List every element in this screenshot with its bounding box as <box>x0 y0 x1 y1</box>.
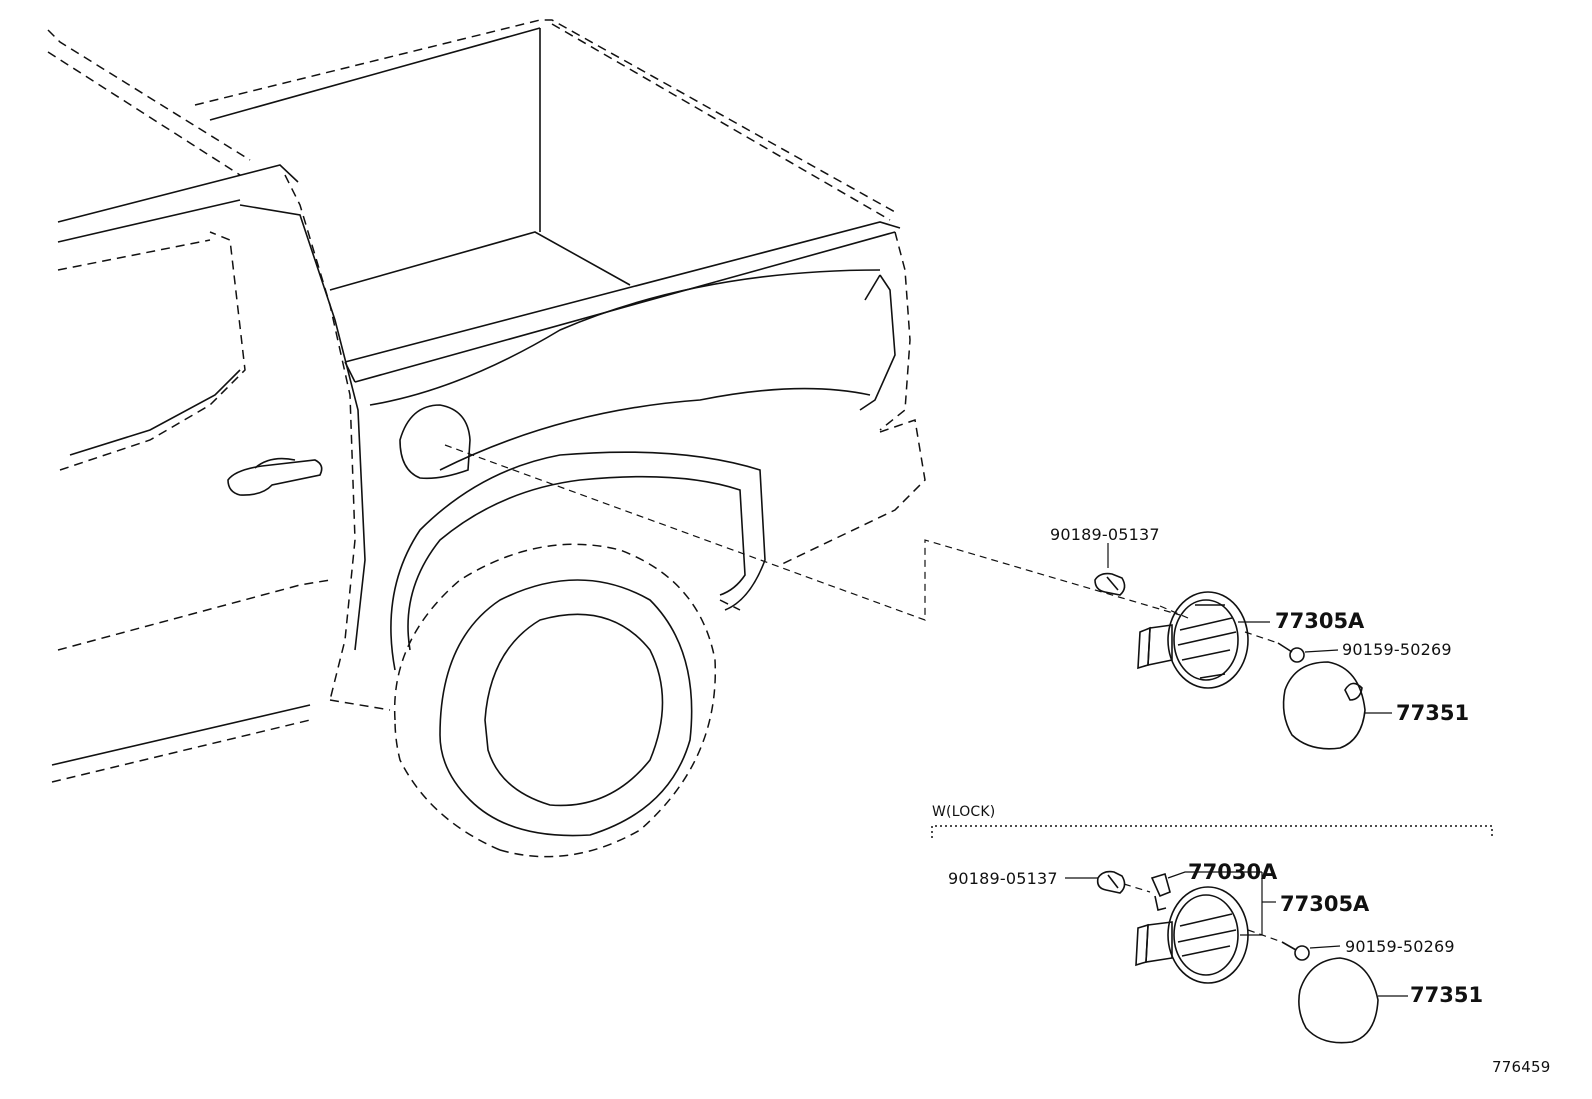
variant-heading: W(LOCK) <box>932 804 996 820</box>
lower-screw-part <box>1281 941 1310 961</box>
callout-upper-cap: 77351 <box>1396 701 1470 725</box>
callout-lower-door-assy: 77305A <box>1280 892 1370 916</box>
upper-cap-part <box>1282 661 1366 750</box>
callout-upper-clip: 90189-05137 <box>1050 525 1160 544</box>
truck-illustration <box>47 19 926 858</box>
upper-assembly <box>1094 543 1392 750</box>
callout-lower-lock-part: 77030A <box>1188 860 1278 884</box>
illustration-id: 776459 <box>1492 1058 1551 1076</box>
callout-upper-door-assy: 77305A <box>1275 609 1365 633</box>
upper-screw-part <box>1277 642 1305 663</box>
lower-cap-part <box>1298 957 1379 1044</box>
lower-clip-part <box>1065 870 1126 894</box>
lower-lock-part <box>1150 872 1171 911</box>
callout-lower-screw: 90159-50269 <box>1345 937 1455 956</box>
callout-lower-clip: 90189-05137 <box>948 869 1058 888</box>
callout-upper-screw: 90159-50269 <box>1342 640 1452 659</box>
lower-door-housing-part <box>1135 886 1249 984</box>
explode-leader <box>444 444 1181 621</box>
upper-door-housing-part <box>1137 591 1249 689</box>
callout-lower-cap: 77351 <box>1410 983 1484 1007</box>
upper-clip-part <box>1094 572 1126 596</box>
lower-assembly <box>1065 870 1408 1044</box>
variant-bracket <box>931 825 1493 838</box>
